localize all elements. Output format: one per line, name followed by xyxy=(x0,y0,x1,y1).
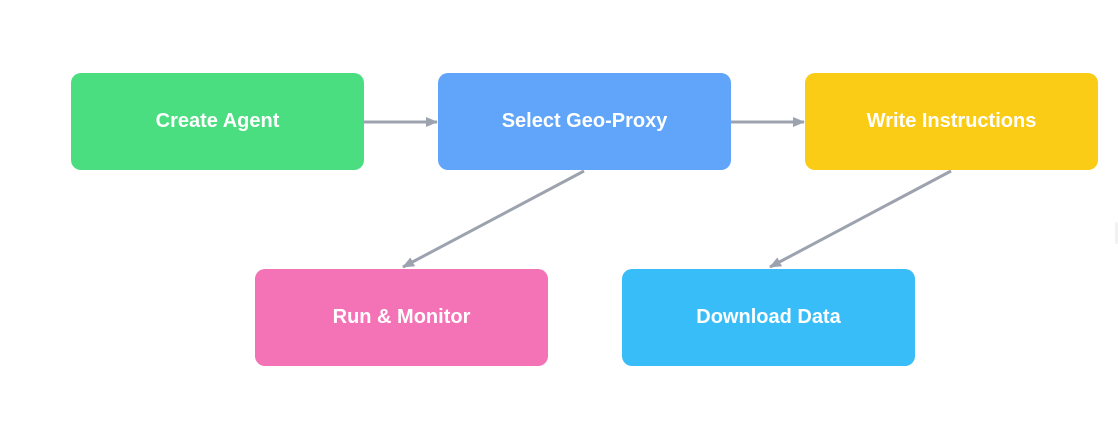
node-create-agent[interactable]: Create Agent xyxy=(71,73,364,170)
node-download-data[interactable]: Download Data xyxy=(622,269,915,366)
node-select-geo-proxy[interactable]: Select Geo-Proxy xyxy=(438,73,731,170)
node-write-instructions[interactable]: Write Instructions xyxy=(805,73,1098,170)
scroll-edge-indicator xyxy=(1115,222,1118,244)
node-run-monitor[interactable]: Run & Monitor xyxy=(255,269,548,366)
edge-write-instructions-to-download-data xyxy=(769,169,952,269)
edge-select-geo-proxy-to-run-monitor xyxy=(402,169,585,269)
